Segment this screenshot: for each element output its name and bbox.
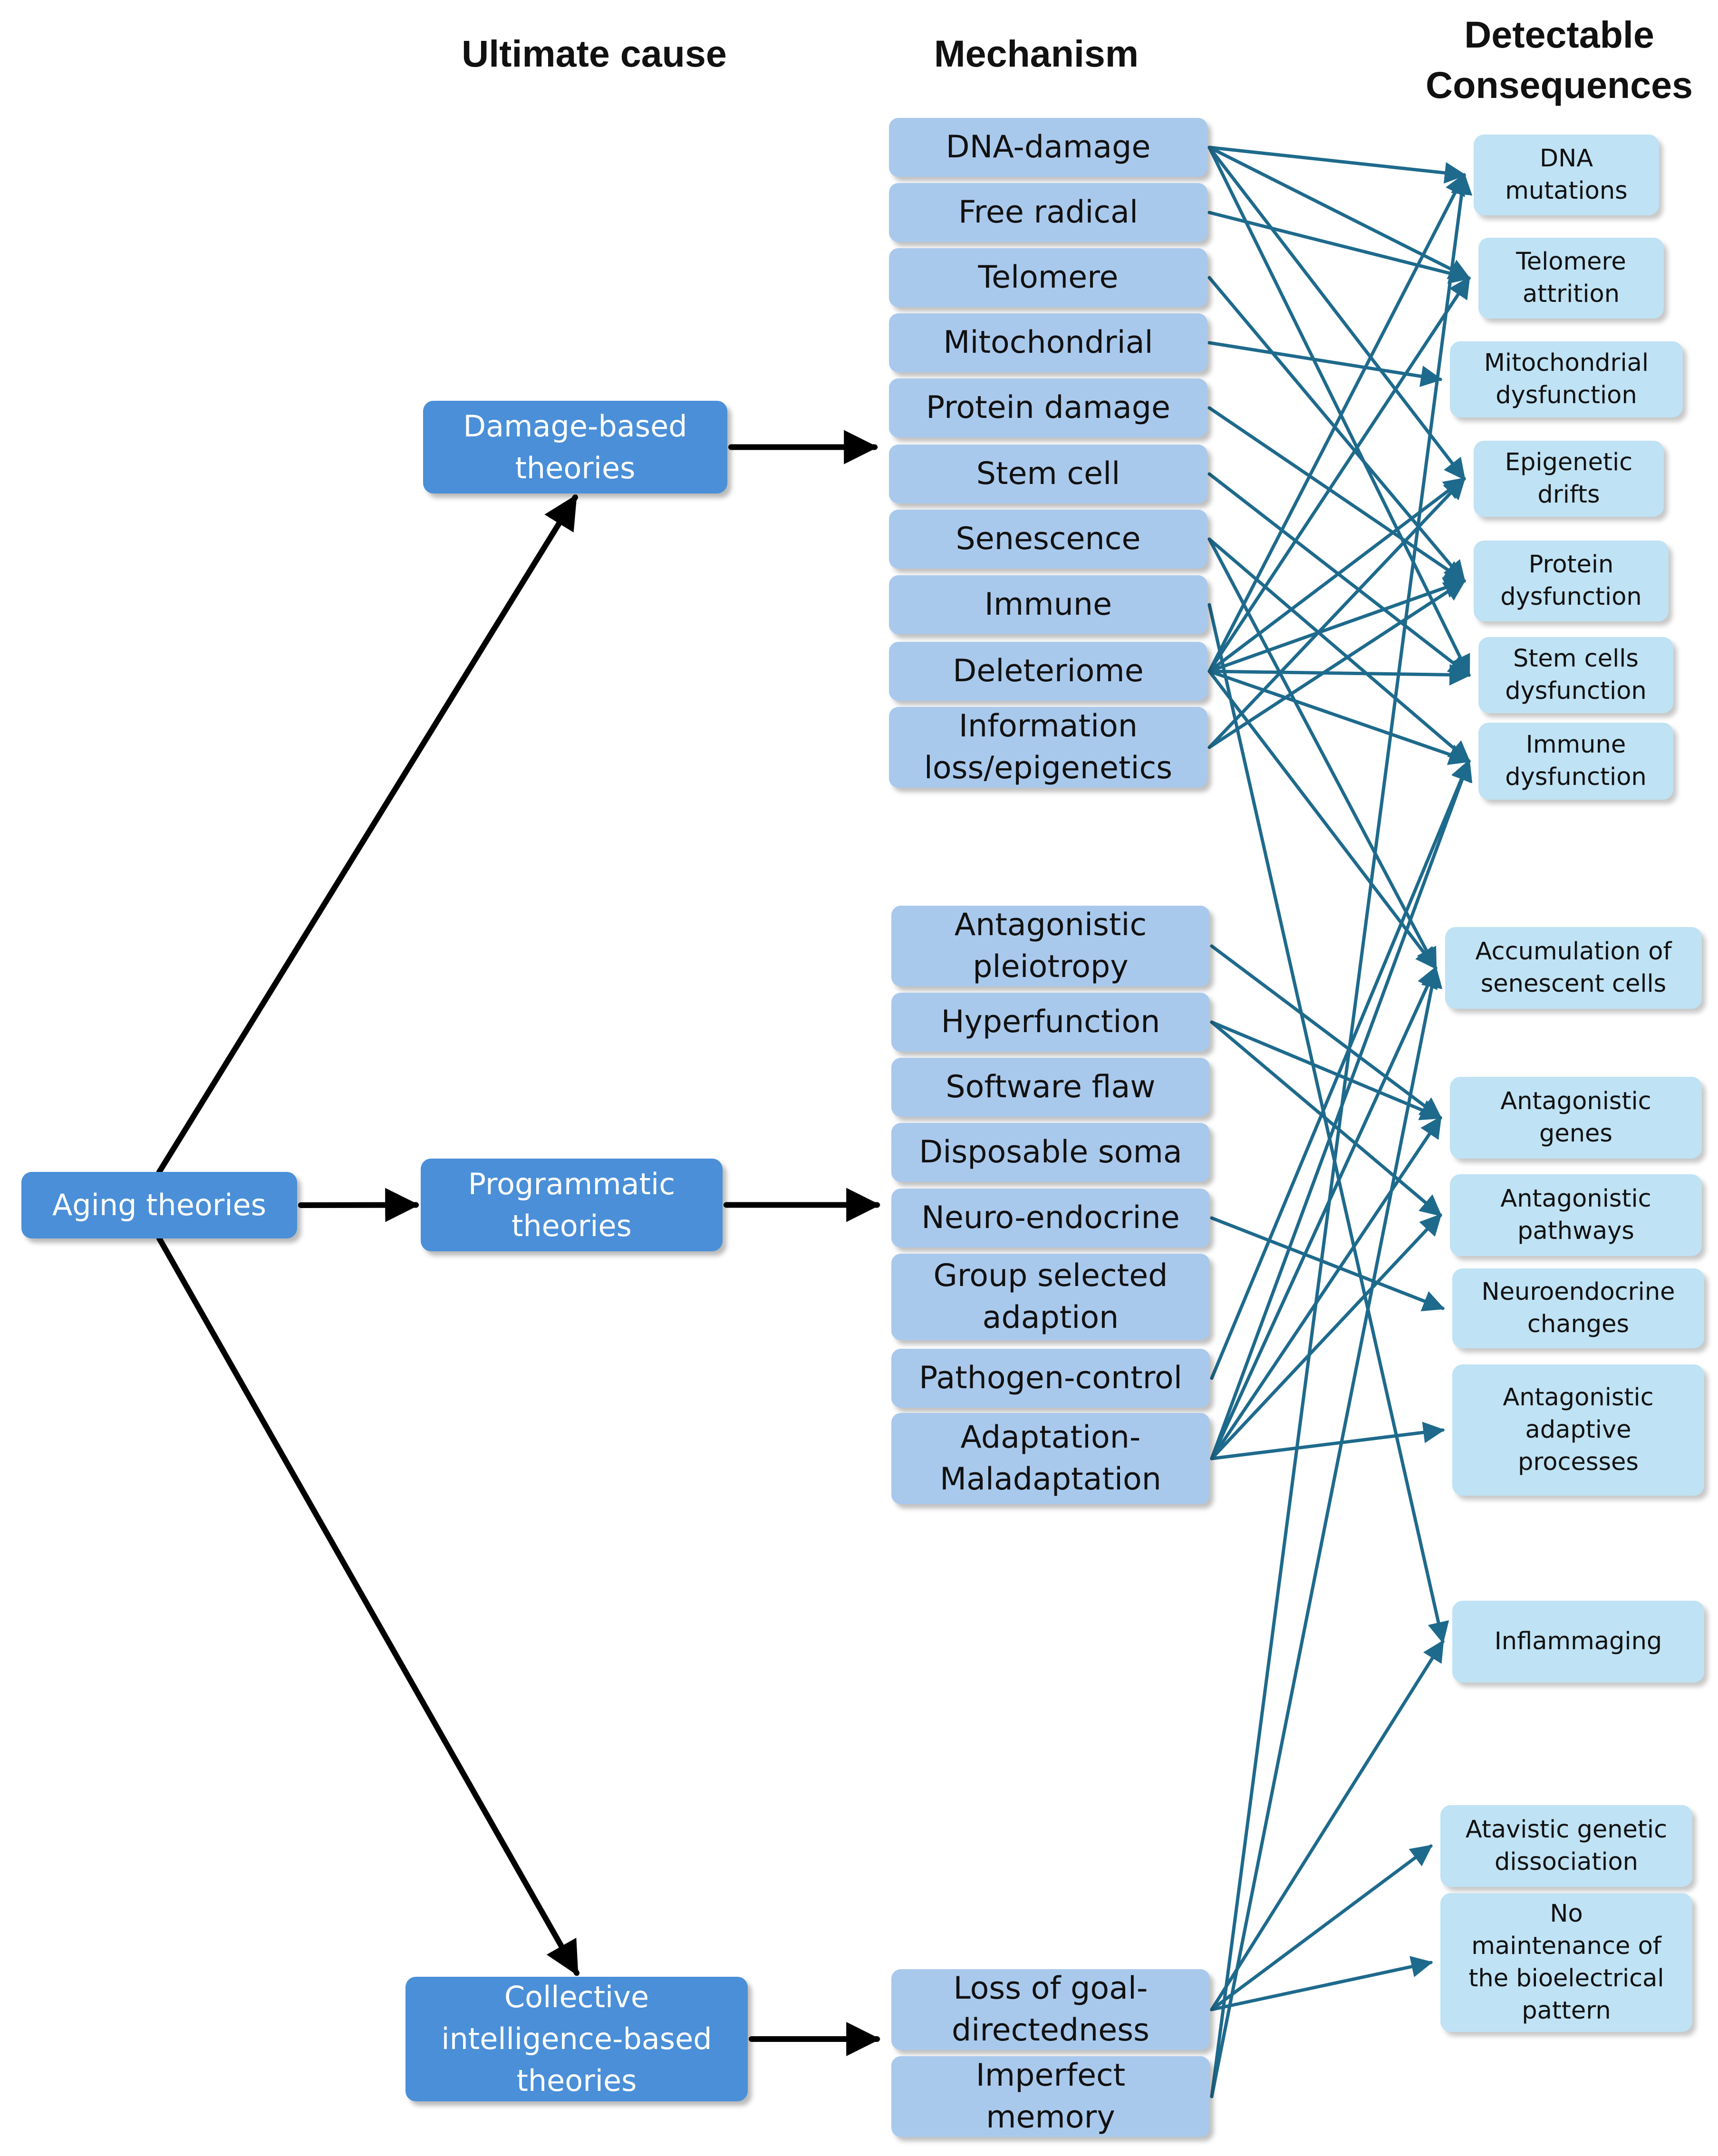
node-programmatic-theories: Programmatic theories — [421, 1159, 723, 1251]
link-dna_damage-to-telomere_attrition — [1207, 145, 1471, 280]
consequence-telomere-attrition: Telomere attrition — [1478, 238, 1664, 319]
mechanism-senescence: Senescence — [889, 510, 1207, 569]
consequence-antagonistic-genes: Antagonistic genes — [1450, 1077, 1702, 1159]
link-hyperfunction-to-antagonistic_genes — [1210, 1020, 1443, 1121]
link-pathogen_control-to-immune_dysfunction — [1210, 759, 1472, 1380]
header-ultimate-cause: Ultimate cause — [462, 32, 727, 75]
link-mitochondrial-to-mito_dysfunction — [1207, 341, 1443, 387]
consequence-immune-dysfunction: Immune dysfunction — [1478, 723, 1673, 800]
link-dna_damage-to-stem_cells_dysfunction — [1207, 145, 1471, 677]
mechanism-hyperfunction: Hyperfunction — [891, 993, 1210, 1052]
consequence-antagonistic-adaptive-processes: Antagonistic adaptive processes — [1452, 1364, 1704, 1496]
link-senescence-to-senescent_cells — [1207, 537, 1438, 970]
consequence-antagonistic-pathways: Antagonistic pathways — [1450, 1174, 1702, 1256]
link-adaptation-to-antagonistic_pathways — [1210, 1213, 1442, 1460]
link-deleteriome-to-telomere_attrition — [1207, 276, 1471, 673]
arrow-aging-to-damage — [156, 494, 578, 1175]
link-info_loss-to-epigenetic_drifts — [1207, 477, 1466, 749]
link-hyperfunction-to-antagonistic_pathways — [1210, 1020, 1442, 1217]
mechanism-stem-cell: Stem cell — [889, 445, 1207, 503]
mechanism-telomere: Telomere — [889, 248, 1207, 307]
mechanism-group-selected-adaption: Group selected adaption — [891, 1254, 1210, 1340]
link-dna_damage-to-epigenetic_drifts — [1207, 145, 1466, 481]
link-antagonistic_pleiotropy-to-antagonistic_genes — [1210, 944, 1442, 1120]
link-adaptation-to-senescent_cells — [1210, 966, 1438, 1460]
link-dna_damage-to-dna_mutations — [1207, 145, 1467, 184]
mechanism-disposable-soma: Disposable soma — [891, 1123, 1210, 1182]
link-adaptation-to-antagonistic_adaptive — [1210, 1421, 1445, 1460]
link-imperfect_memory-to-dna_mutations — [1210, 173, 1473, 2098]
consequence-epigenetic-drifts: Epigenetic drifts — [1474, 441, 1664, 517]
node-aging-theories: Aging theories — [21, 1172, 297, 1238]
mechanism-mitochondrial: Mitochondrial — [889, 313, 1207, 372]
mechanism-imperfect-memory: Imperfect memory — [891, 2056, 1210, 2137]
mechanism-antagonistic-pleiotropy: Antagonistic pleiotropy — [891, 906, 1210, 986]
mechanism-free-radical: Free radical — [889, 183, 1207, 242]
consequence-neuroendocrine-changes: Neuroendocrine changes — [1452, 1268, 1704, 1348]
mechanism-software-flaw: Software flaw — [891, 1058, 1210, 1117]
consequence-protein-dysfunction: Protein dysfunction — [1474, 541, 1669, 621]
link-deleteriome-to-immune_dysfunction — [1207, 669, 1471, 765]
link-neuro_endocrine-to-neuroendocrine_changes — [1210, 1216, 1445, 1312]
mechanism-immune: Immune — [889, 575, 1207, 634]
link-deleteriome-to-protein_dysfunction — [1207, 577, 1467, 673]
link-imperfect_memory-to-senescent_cells — [1210, 966, 1443, 2098]
link-loss_goal-to-atavistic — [1210, 1844, 1433, 2011]
consequence-dna-mutations: DNA mutations — [1474, 135, 1659, 215]
link-telomere-to-protein_dysfunction — [1207, 276, 1466, 583]
link-deleteriome-to-senescent_cells — [1207, 669, 1438, 970]
mechanism-adaptation-maladaptation: Adaptation- Maladaptation — [891, 1413, 1210, 1504]
consequence-inflammaging: Inflammaging — [1452, 1601, 1704, 1682]
link-immune-to-inflammaging — [1207, 603, 1449, 1644]
mechanism-neuro-endocrine: Neuro-endocrine — [891, 1189, 1210, 1247]
node-damage-based-theories: Damage-based theories — [423, 401, 727, 493]
consequence-accumulation-senescent-cells: Accumulation of senescent cells — [1445, 927, 1702, 1009]
mechanism-deleteriome: Deleteriome — [889, 642, 1207, 701]
consequence-atavistic-genetic-dissociation: Atavistic genetic dissociation — [1440, 1805, 1692, 1887]
mechanism-dna-damage: DNA-damage — [889, 118, 1207, 177]
link-deleteriome-to-dna_mutations — [1207, 173, 1466, 673]
link-senescence-to-immune_dysfunction — [1207, 537, 1471, 763]
arrow-aging-to-programmatic — [298, 1188, 420, 1222]
link-loss_goal-to-bioelectrical — [1210, 1956, 1433, 2011]
link-adaptation-to-antagonistic_genes — [1210, 1116, 1442, 1460]
header-detectable-consequences: Detectable Consequences — [1426, 13, 1693, 106]
link-arrows — [1207, 145, 1473, 2098]
link-deleteriome-to-stem_cells_dysfunction — [1207, 664, 1471, 686]
node-collective-intelligence-theories: Collective intelligence-based theories — [405, 1977, 748, 2101]
header-mechanism: Mechanism — [934, 32, 1139, 75]
mechanism-pathogen-control: Pathogen-control — [891, 1349, 1210, 1408]
link-info_loss-to-protein_dysfunction — [1207, 579, 1466, 749]
link-loss_goal-to-inflammaging — [1210, 1640, 1445, 2011]
consequence-no-maintenance-bioelectrical-pattern: No maintenance of the bioelectrical patt… — [1440, 1893, 1692, 2032]
consequence-stem-cells-dysfunction: Stem cells dysfunction — [1478, 637, 1673, 713]
link-free_radical-to-telomere_attrition — [1207, 211, 1471, 284]
arrow-aging-to-collective — [156, 1236, 579, 1976]
mechanism-information-loss-epigenetics: Information loss/epigenetics — [889, 707, 1207, 788]
mechanism-protein-damage: Protein damage — [889, 378, 1207, 437]
consequence-mitochondrial-dysfunction: Mitochondrial dysfunction — [1450, 341, 1683, 417]
mechanism-loss-of-goal-directedness: Loss of goal- directedness — [891, 1969, 1210, 2050]
hierarchy-arrows — [156, 430, 881, 2056]
link-protein_damage-to-protein_dysfunction — [1207, 406, 1466, 583]
